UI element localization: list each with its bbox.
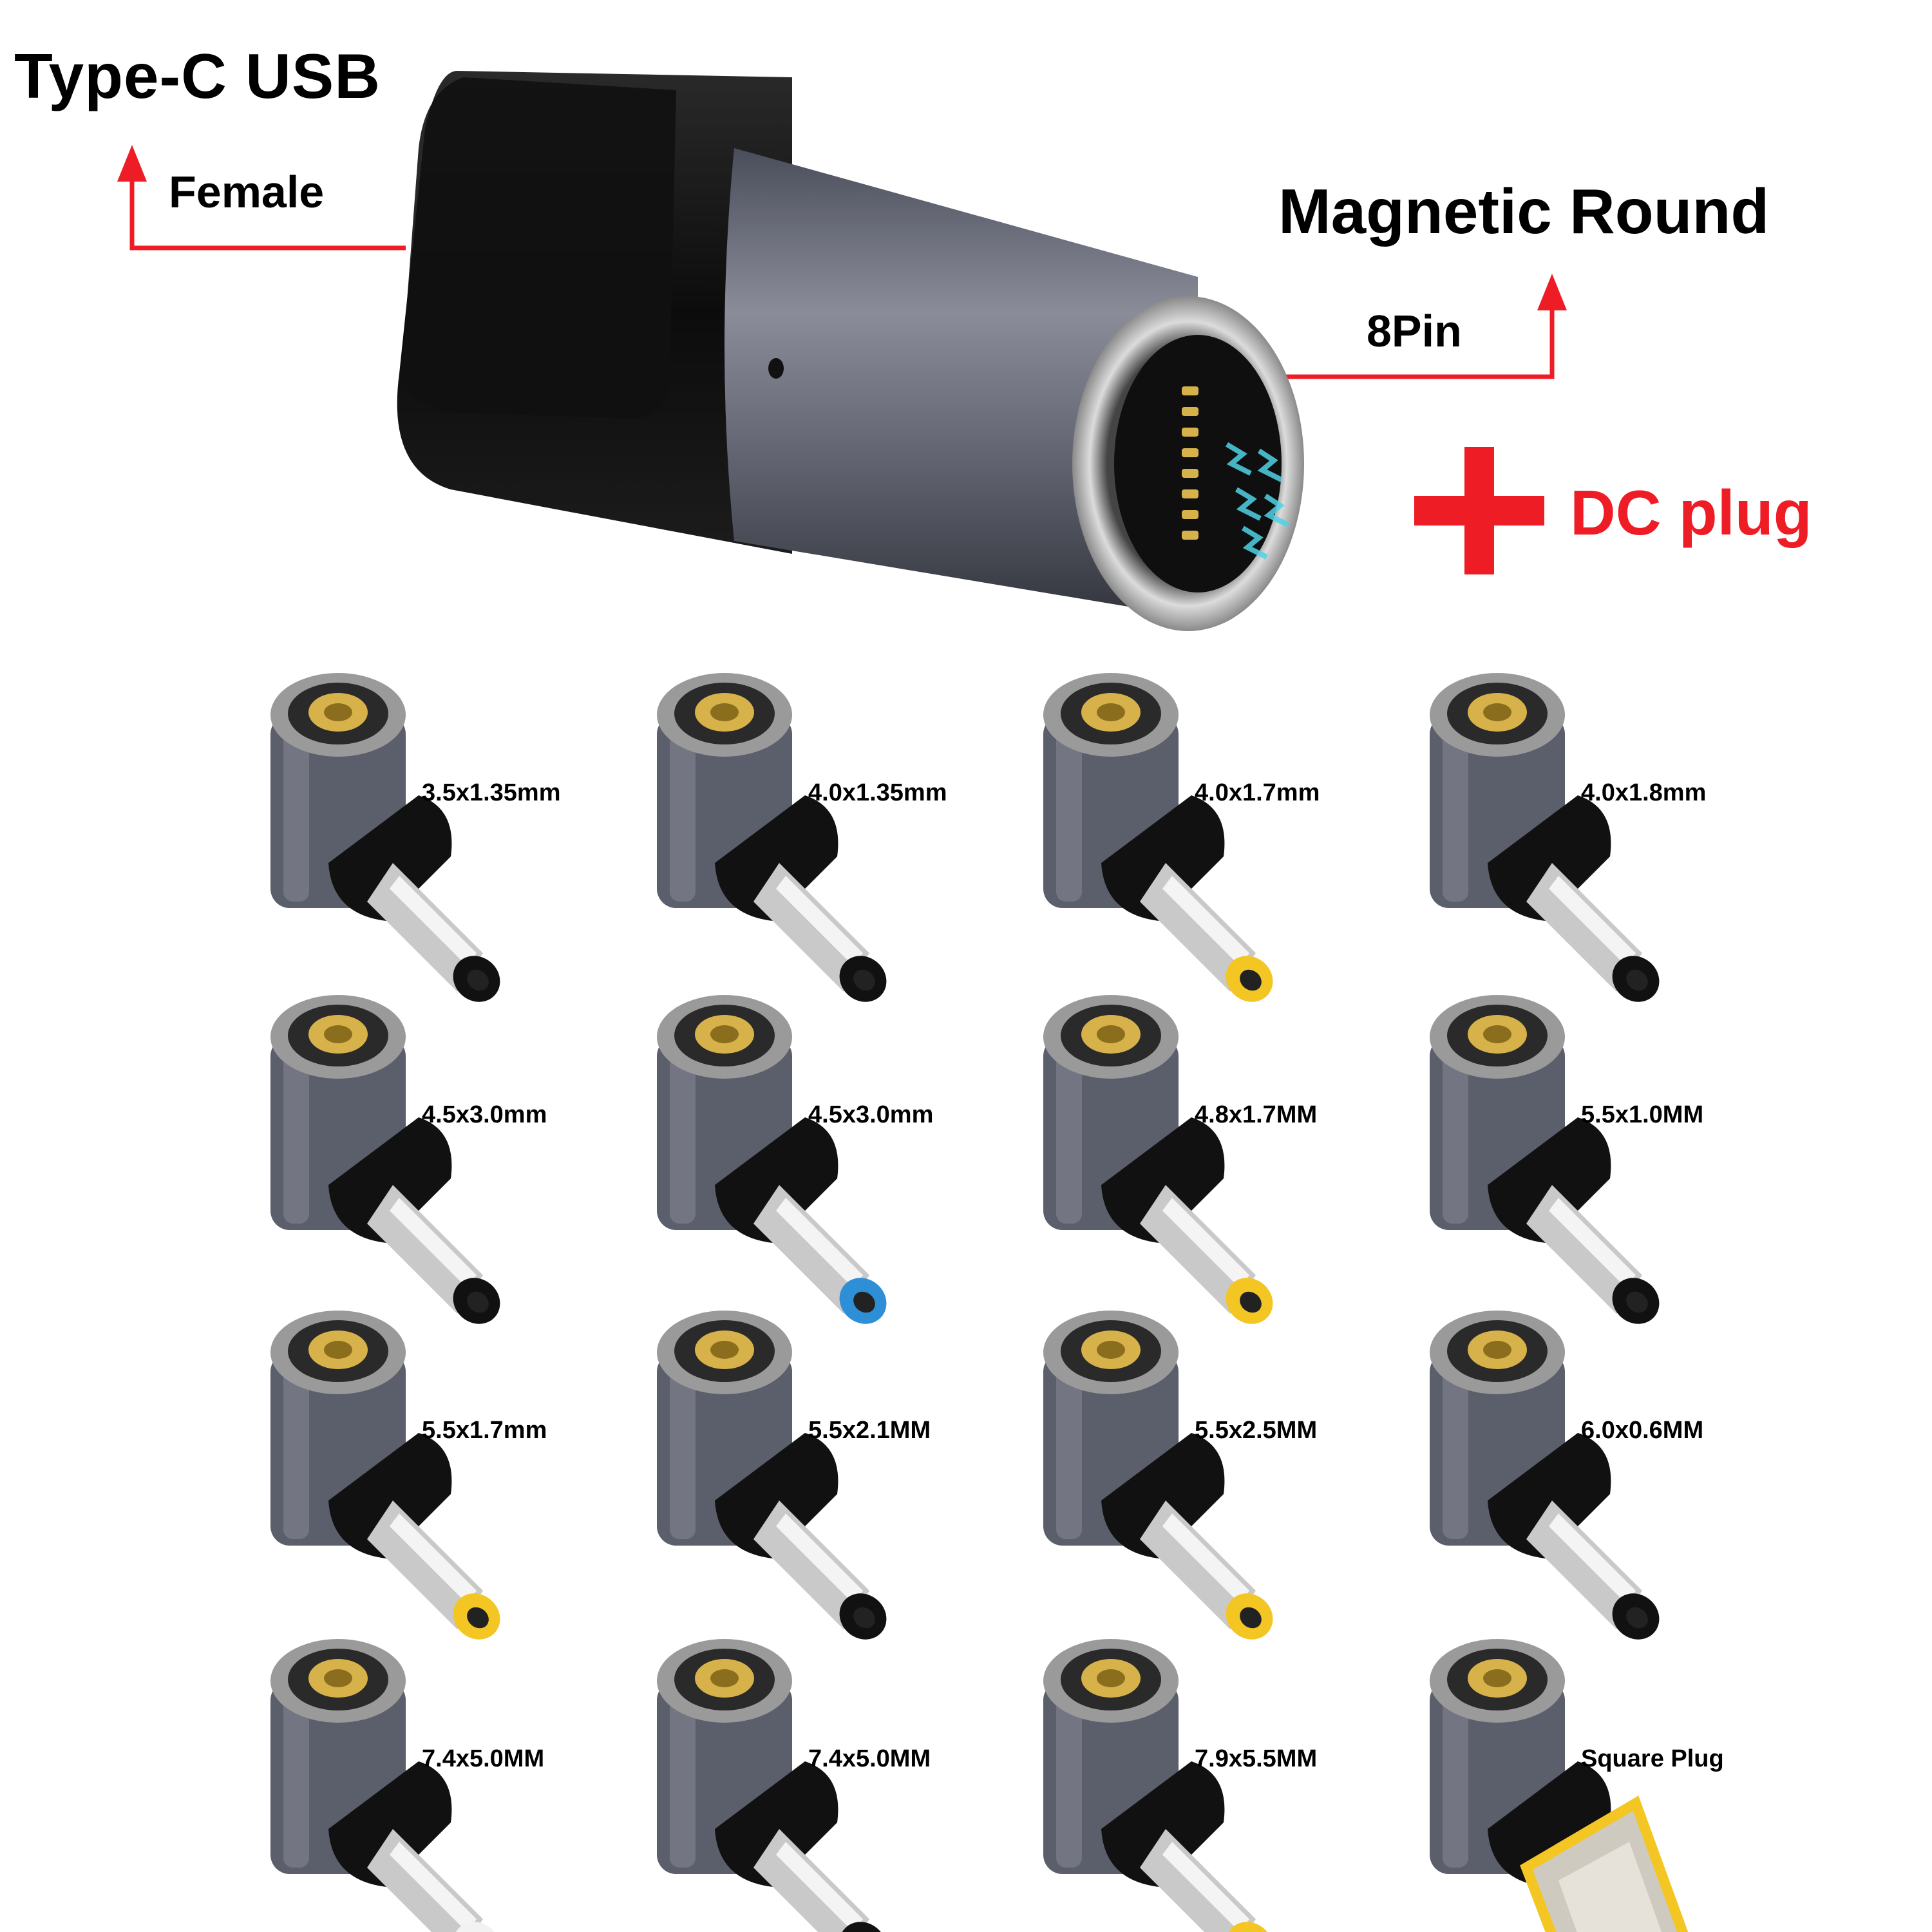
tip-size-label: 7.4x5.0MM: [808, 1745, 931, 1772]
tip-size-label: 4.0x1.7mm: [1195, 779, 1320, 806]
dc-tip-12: [1430, 1311, 1660, 1640]
dc-plug-label: DC plug: [1570, 477, 1812, 548]
female-arrow: [117, 145, 406, 251]
tip-size-label: 5.5x1.0MM: [1581, 1101, 1704, 1128]
dc-tip-4: [1430, 673, 1660, 1002]
tip-size-label: 4.5x3.0mm: [422, 1101, 547, 1128]
plus-icon: [1414, 447, 1544, 574]
tip-size-label: 4.8x1.7MM: [1195, 1101, 1318, 1128]
tip-size-label: 7.9x5.5MM: [1195, 1745, 1318, 1772]
tip-size-label: 5.5x1.7mm: [422, 1417, 547, 1444]
dc-tip-6: [657, 995, 887, 1324]
dc-tip-9: [270, 1311, 500, 1640]
magnetic-round-title: Magnetic Round: [1278, 176, 1770, 247]
female-label: Female: [169, 167, 325, 217]
dc-tips-grid: [270, 673, 1689, 1932]
dc-tip-2: [657, 673, 887, 1002]
dc-tip-1: [270, 673, 500, 1002]
tip-size-label: 5.5x2.5MM: [1195, 1417, 1318, 1444]
dc-tip-10: [657, 1311, 887, 1640]
pin-arrow: [1282, 274, 1567, 379]
type-c-usb-title: Type-C USB: [14, 41, 381, 111]
tip-size-label: 3.5x1.35mm: [422, 779, 561, 806]
dc-tip-3: [1043, 673, 1273, 1002]
tip-size-label: 6.0x0.6MM: [1581, 1417, 1704, 1444]
tip-size-label: 5.5x2.1MM: [808, 1417, 931, 1444]
dc-tip-14: [657, 1639, 887, 1932]
type-c-adapter: [397, 71, 1304, 631]
tip-size-label: 7.4x5.0MM: [422, 1745, 545, 1772]
tip-size-label: 4.0x1.8mm: [1581, 779, 1707, 806]
dc-tip-15: [1043, 1639, 1273, 1932]
dc-tip-11: [1043, 1311, 1273, 1640]
tip-size-label: 4.0x1.35mm: [808, 779, 947, 806]
tip-size-label: 4.5x3.0mm: [808, 1101, 934, 1128]
dc-tip-8: [1430, 995, 1660, 1324]
tip-size-label: Square Plug: [1581, 1745, 1724, 1772]
dc-tip-5: [270, 995, 500, 1324]
pin-count-label: 8Pin: [1367, 306, 1462, 356]
dc-tip-7: [1043, 995, 1273, 1324]
dc-tip-16: [1430, 1639, 1689, 1932]
dc-tip-13: [270, 1639, 500, 1932]
